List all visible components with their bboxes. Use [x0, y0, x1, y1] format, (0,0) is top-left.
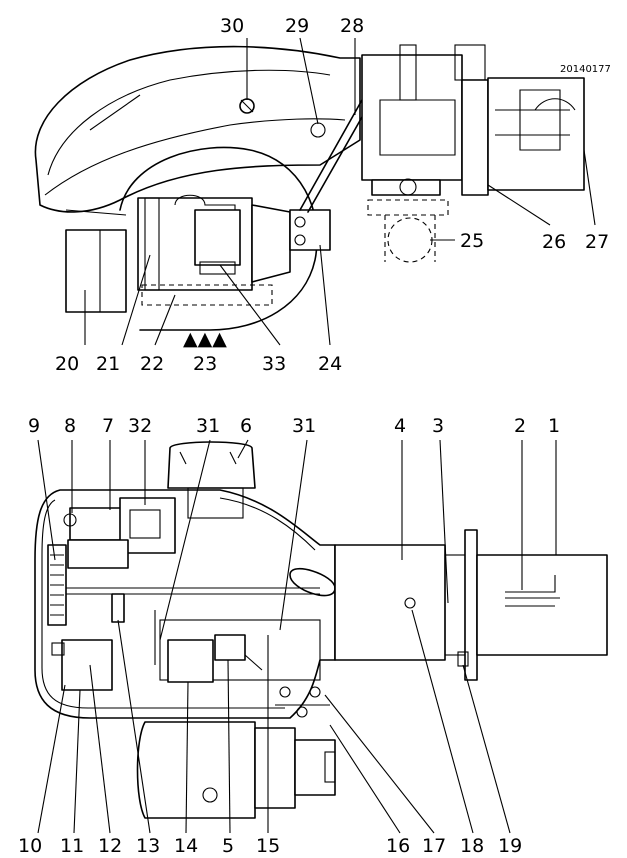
callout-5: 5 — [222, 835, 234, 857]
callout-6: 6 — [240, 415, 252, 437]
screw-29 — [310, 122, 326, 138]
combustion-head — [361, 44, 585, 196]
callout-20: 20 — [55, 353, 79, 375]
control-box-32 — [119, 497, 176, 554]
callout-31a: 31 — [196, 415, 220, 437]
flange-26 — [461, 79, 489, 196]
callout-8: 8 — [64, 415, 76, 437]
fan-housing-outline — [34, 45, 361, 213]
fan-housing-inner — [47, 69, 331, 176]
callout-2: 2 — [514, 415, 526, 437]
air-arrows: ▲▲▲ — [183, 328, 227, 350]
top-labels: 9 8 7 32 31 6 31 4 3 2 1 10 11 12 13 14 … — [18, 415, 560, 857]
side-view — [34, 44, 585, 331]
callout-10: 10 — [18, 835, 42, 857]
callout-13: 13 — [136, 835, 160, 857]
callout-16: 16 — [386, 835, 410, 857]
side-labels: 30 29 28 20140177 25 26 27 20 21 22 ▲▲▲ … — [55, 15, 611, 375]
blast-tube — [334, 529, 608, 681]
side-leaders — [84, 37, 596, 346]
callout-33: 33 — [262, 353, 286, 375]
fan-volute — [119, 146, 318, 331]
motor-6 — [167, 441, 256, 519]
callout-26: 26 — [542, 231, 566, 253]
callout-22: 22 — [140, 353, 164, 375]
callout-31b: 31 — [292, 415, 316, 437]
callout-21: 21 — [96, 353, 120, 375]
callout-15: 15 — [256, 835, 280, 857]
callout-12: 12 — [98, 835, 122, 857]
solenoid-5 — [214, 634, 246, 661]
callout-1: 1 — [548, 415, 560, 437]
callout-23: 23 — [193, 353, 217, 375]
air-intake — [65, 229, 127, 313]
callout-19: 19 — [498, 835, 522, 857]
nozzle-head-1 — [476, 554, 608, 656]
callout-9: 9 — [28, 415, 40, 437]
callout-11: 11 — [60, 835, 84, 857]
top-leaders — [37, 439, 557, 834]
callout-24: 24 — [318, 353, 342, 375]
screw-30 — [239, 98, 255, 114]
lever-13 — [111, 593, 125, 623]
callout-28: 28 — [340, 15, 364, 37]
flange — [464, 529, 478, 681]
component-8 — [69, 507, 126, 541]
callout-3: 3 — [432, 415, 444, 437]
callout-14: 14 — [174, 835, 198, 857]
top-view — [34, 441, 608, 819]
callout-25: 25 — [460, 230, 484, 252]
block-12 — [61, 639, 113, 691]
callout-32: 32 — [128, 415, 152, 437]
callout-4: 4 — [394, 415, 406, 437]
callout-27: 27 — [585, 231, 609, 253]
body-outline — [34, 489, 336, 719]
screw-8 — [63, 513, 77, 527]
callout-7: 7 — [102, 415, 114, 437]
head-27 — [487, 77, 585, 191]
callout-17: 17 — [422, 835, 446, 857]
drawing-code: 20140177 — [560, 64, 611, 75]
pump — [289, 209, 331, 251]
callout-30: 30 — [220, 15, 244, 37]
callout-18: 18 — [460, 835, 484, 857]
callout-29: 29 — [285, 15, 309, 37]
pipe-25 — [387, 217, 433, 263]
air-damper-dashed — [141, 284, 273, 306]
valve-14 — [167, 639, 214, 683]
motor — [137, 194, 291, 291]
pump-motor — [136, 721, 336, 819]
